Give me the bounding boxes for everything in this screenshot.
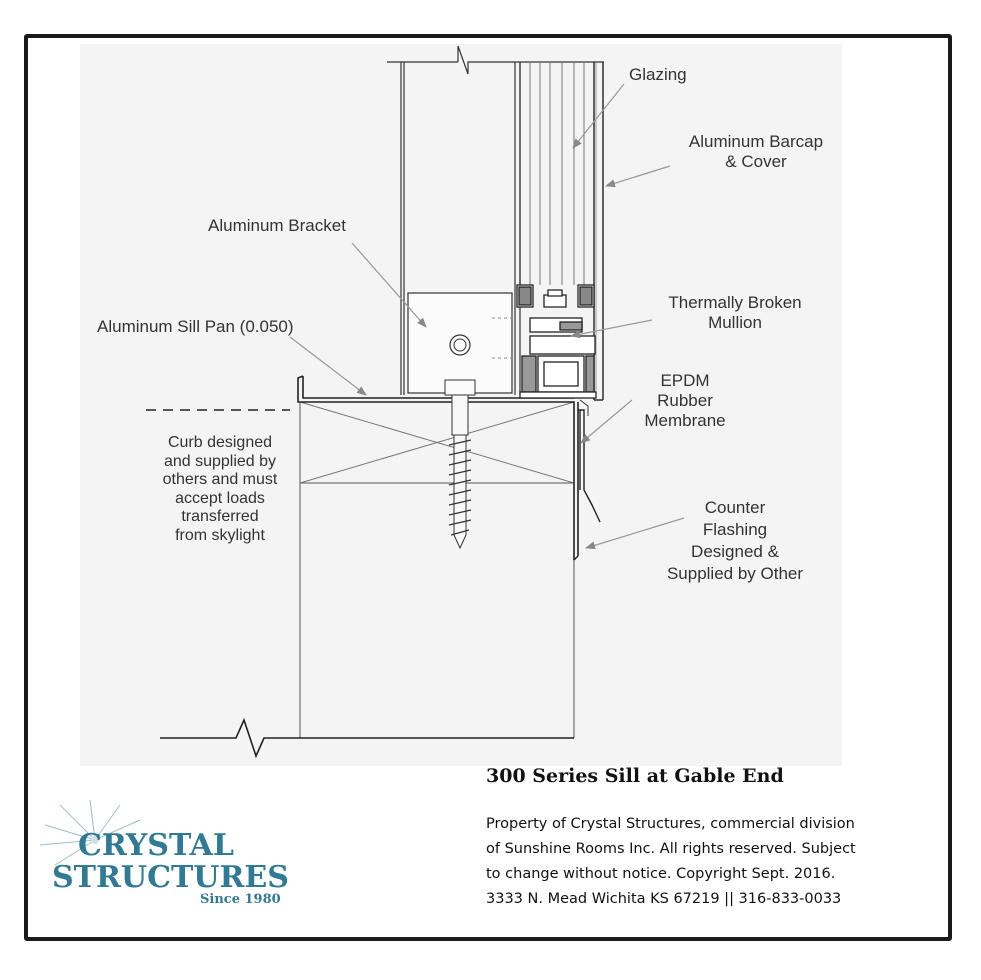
copyright-line4: 3333 N. Mead Wichita KS 67219 || 316-833… [486,891,842,907]
label-epdm-line2: Rubber [657,391,713,410]
label-curb-line5: transferred [181,508,259,525]
label-counter-line3: Designed & [691,542,779,561]
logo-word-crystal: CRYSTAL [78,828,235,863]
label-mullion: Thermally Broken Mullion [650,293,820,333]
copyright-line2: of Sunshine Rooms Inc. All rights reserv… [486,841,856,857]
label-sill-pan: Aluminum Sill Pan (0.050) [97,317,294,336]
aluminum-bracket [407,292,515,396]
label-curb-line4: accept loads [175,489,265,507]
logo-word-structures: STRUCTURES [52,860,289,895]
label-mullion-line1: Thermally Broken [668,293,802,312]
glazing-panes [529,62,585,290]
company-logo: CRYSTAL STRUCTURES Since 1980 [40,800,290,915]
label-barcap-line2: & Cover [725,152,787,171]
label-curb-line3: others and must [162,471,278,488]
thermally-broken-mullion [516,284,597,399]
label-barcap: Aluminum Barcap & Cover [666,132,846,172]
copyright-line3: to change without notice. Copyright Sept… [486,866,836,882]
label-bracket: Aluminum Bracket [208,216,346,235]
label-epdm: EPDM Rubber Membrane [630,371,740,431]
anchor-screw [448,394,472,550]
label-counter-line2: Flashing [702,520,768,539]
leader-lines [289,83,685,550]
break-line-bottom [160,717,574,759]
label-curb-line1: Curb designed [167,434,273,451]
label-counter-flashing: Counter Flashing Designed & Supplied by … [640,497,830,585]
label-curb-line2: and supplied by [163,452,277,470]
logo-since: Since 1980 [200,892,281,907]
counter-flashing [573,409,601,561]
epdm-membrane [579,399,589,416]
sill-pan [297,375,579,560]
label-counter-line4: Supplied by Other [666,564,804,583]
label-counter-line1: Counter [704,498,766,517]
sparkle-icon [40,800,141,866]
mullion-frame [387,45,604,395]
curb [299,401,575,738]
label-epdm-line1: EPDM [660,371,710,390]
label-barcap-line1: Aluminum Barcap [688,132,824,151]
copyright-line1: Property of Crystal Structures, commerci… [486,816,855,832]
label-curb: Curb designed and supplied by others and… [140,434,300,545]
label-curb-line6: from skylight [175,526,265,544]
label-epdm-line3: Membrane [644,411,726,430]
drawing-title: 300 Series Sill at Gable End [486,765,784,787]
label-mullion-line2: Mullion [708,313,762,332]
label-glazing: Glazing [629,65,687,84]
copyright-notice: Property of Crystal Structures, commerci… [486,812,856,912]
